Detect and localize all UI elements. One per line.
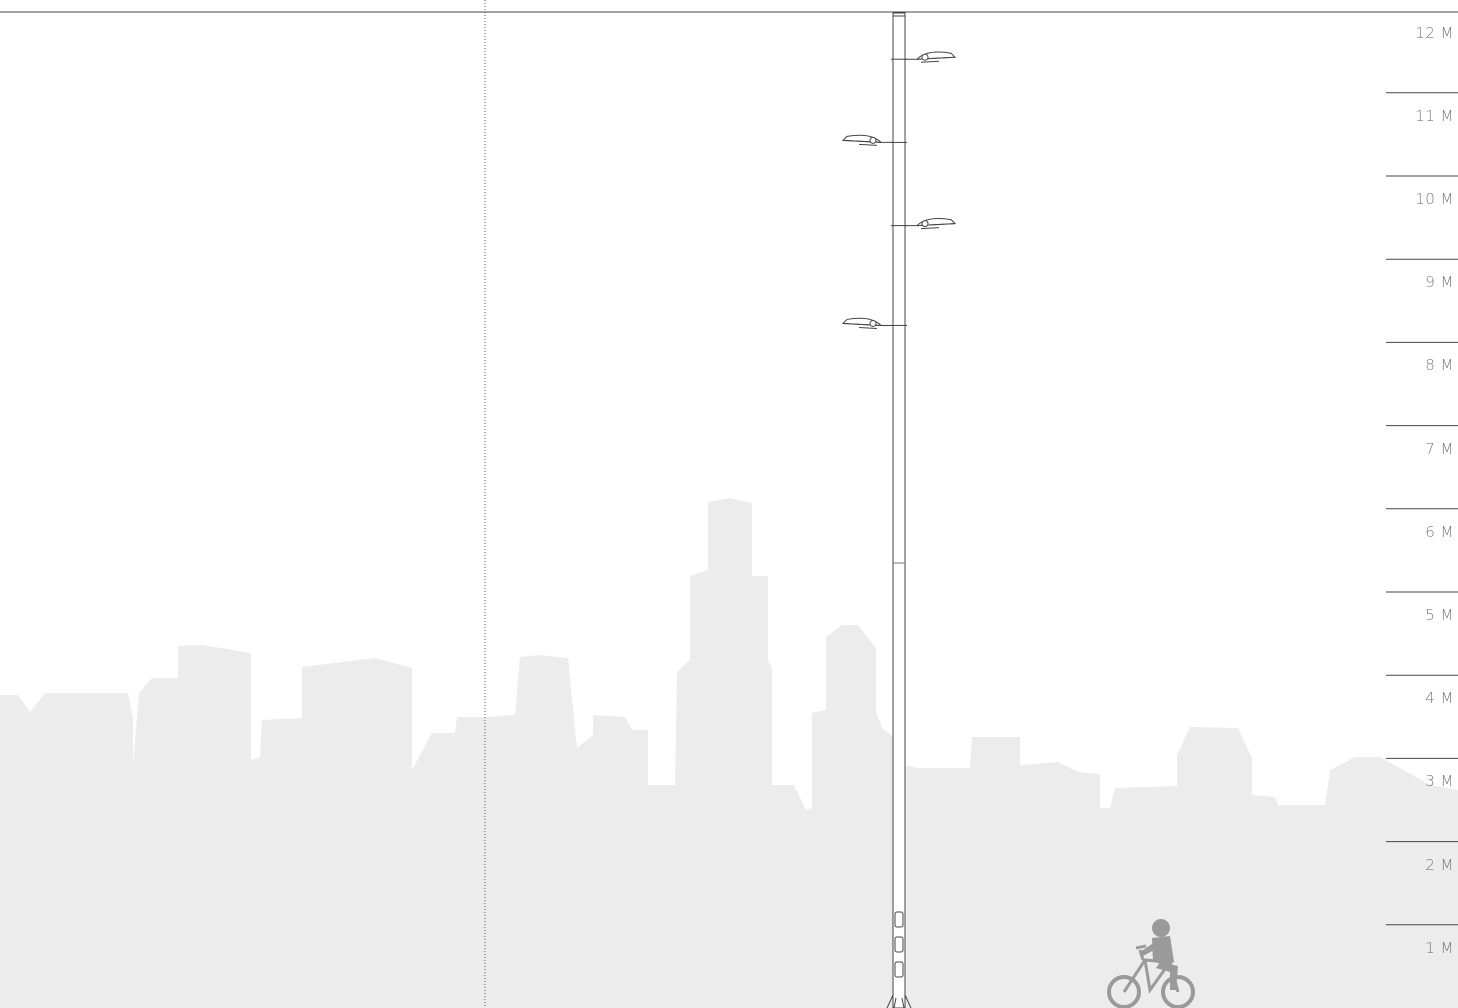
scale-label-6: 6 M — [1425, 522, 1454, 541]
scale-label-11: 11 M — [1415, 106, 1454, 125]
scale-label-4: 4 M — [1425, 689, 1454, 708]
lighting-pole — [886, 12, 912, 1008]
luminaire-1 — [891, 51, 957, 63]
height-scale-ticks — [1386, 92, 1458, 926]
child-figure — [1140, 919, 1178, 990]
city-skyline-silhouette — [0, 498, 1458, 1008]
pole-base-flange — [886, 994, 912, 1008]
scale-label-10: 10 M — [1415, 190, 1454, 208]
scale-label-3: 3 M — [1425, 772, 1454, 791]
pole-shaft — [892, 12, 906, 1008]
luminaires — [841, 51, 957, 329]
scale-label-8: 8 M — [1425, 356, 1454, 375]
scale-label-1: 1 M — [1425, 938, 1454, 957]
luminaire-3 — [891, 217, 957, 230]
child-on-bicycle-figure — [1107, 944, 1195, 1008]
scale-label-12: 12 M — [1415, 23, 1454, 42]
luminaire-4 — [841, 317, 907, 329]
scale-label-2: 2 M — [1425, 855, 1454, 874]
access-door-3 — [894, 961, 904, 978]
scale-label-7: 7 M — [1425, 439, 1454, 458]
access-door-2 — [894, 936, 904, 953]
scale-label-9: 9 M — [1425, 273, 1454, 292]
pole-access-doors — [894, 911, 904, 978]
luminaire-2 — [841, 134, 907, 146]
access-door-1 — [894, 911, 904, 928]
scale-label-5: 5 M — [1425, 606, 1454, 624]
